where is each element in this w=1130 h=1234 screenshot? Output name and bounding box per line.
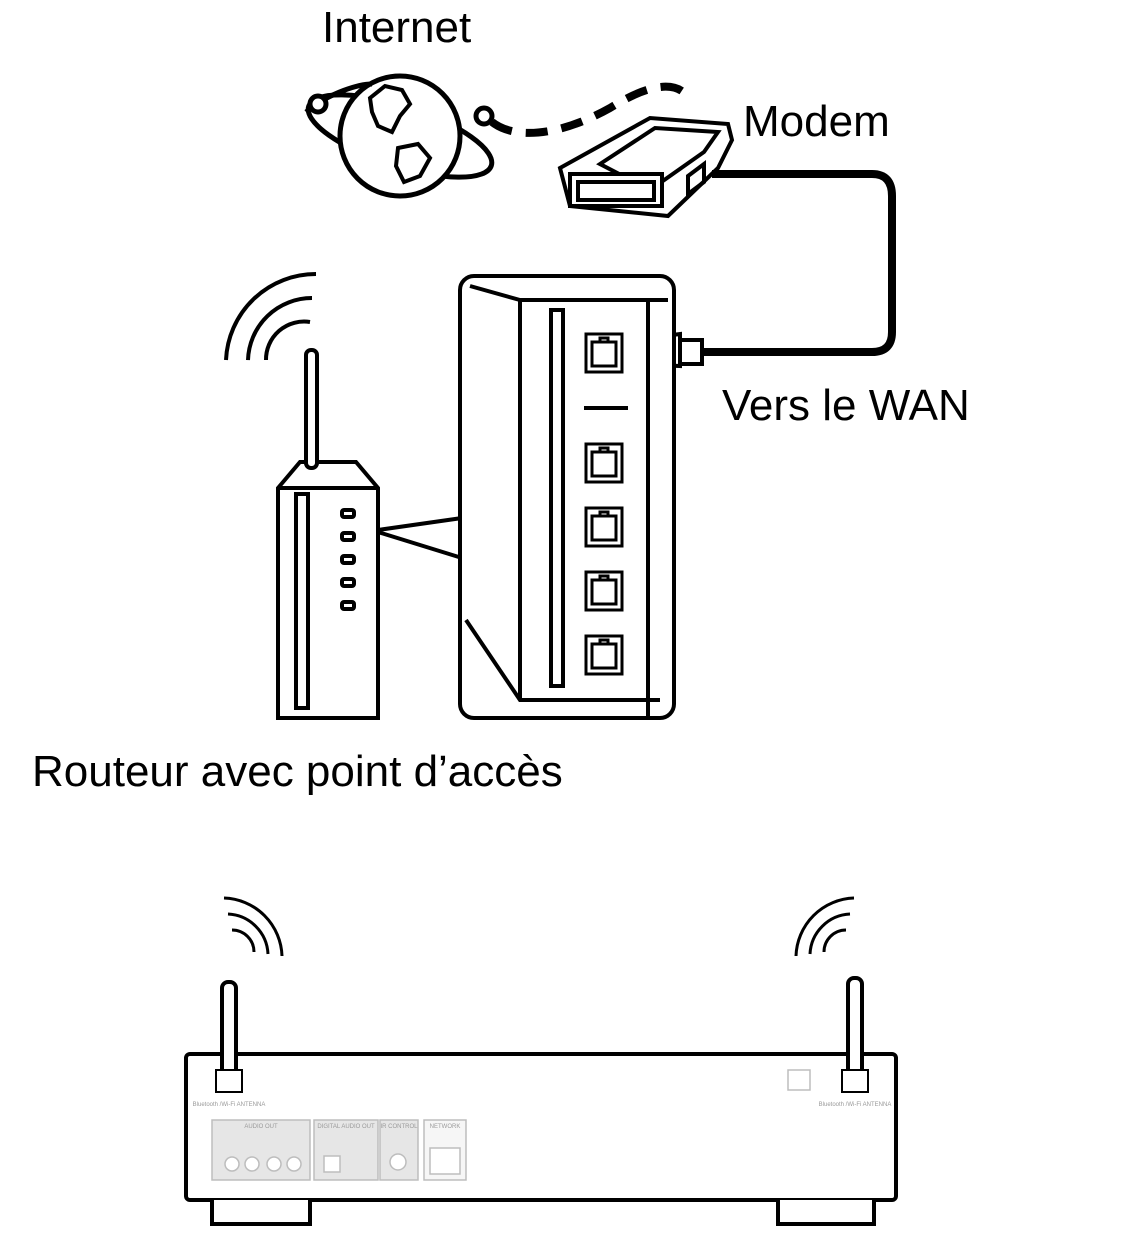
device-wifi-right-icon [794,896,855,957]
modem-label: Modem [743,97,890,146]
router-rear-panel [458,274,676,720]
internet-label: Internet [322,3,472,52]
device-wifi-left-icon [223,896,284,957]
router-icon [276,348,380,720]
wan-cable [704,170,896,356]
device-antenna-right [841,976,869,1093]
audio-out-label: AUDIO OUT [244,1124,278,1130]
router-wifi-icon [224,271,317,361]
digital-audio-out-label: DIGITAL AUDIO OUT [317,1124,375,1130]
zoom-callout [377,516,463,560]
router-label: Routeur avec point d’accès [32,747,563,796]
lan-port-icon [584,506,624,548]
router-ports [584,332,624,676]
rear-panel-labels: AUDIO OUT DIGITAL AUDIO OUT IR CONTROL N… [193,1102,892,1130]
wan-port-icon [584,332,624,374]
antenna-label-left: Bluetooth /Wi-Fi ANTENNA [193,1102,266,1108]
internet-globe-icon [304,73,495,199]
modem-icon [557,115,735,219]
lan-port-icon [584,570,624,612]
ir-control-label: IR CONTROL [380,1124,418,1130]
lan-port-icon [584,442,624,484]
rear-panel-sections [211,1069,811,1181]
network-label: NETWORK [430,1124,461,1130]
device-antenna-left [215,980,243,1093]
internet-modem-link [489,82,694,137]
lan-port-icon [584,634,624,676]
wan-label: Vers le WAN [722,381,970,430]
antenna-label-right: Bluetooth /Wi-Fi ANTENNA [819,1102,892,1108]
